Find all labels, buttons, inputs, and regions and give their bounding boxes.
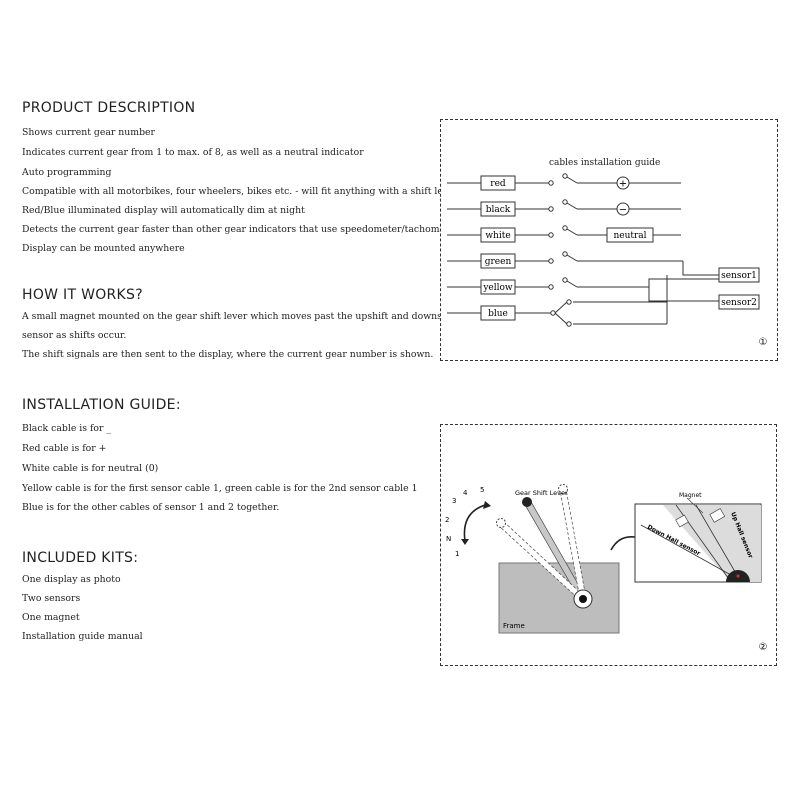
cable-label-green: green <box>480 253 516 269</box>
lever-diagram-panel: Frame Gear Shift Lever 5 4 3 2 N 1 <box>440 424 777 666</box>
product-line-3: Auto programming <box>22 167 112 178</box>
how-line-3: The shift signals are then sent to the d… <box>22 349 434 360</box>
diagram1-number: ① <box>759 337 768 348</box>
how-line-1: A small magnet mounted on the gear shift… <box>22 311 459 322</box>
cable-label-blue: blue <box>480 305 516 321</box>
svg-text:sensor1: sensor1 <box>721 271 757 281</box>
installation-guide-heading: INSTALLATION GUIDE: <box>22 397 181 413</box>
cable-label-yellow: yellow <box>480 279 516 295</box>
gear-4: 4 <box>463 489 468 497</box>
install-line-5: Blue is for the other cables of sensor 1… <box>22 502 280 513</box>
install-line-3: White cable is for neutral (0) <box>22 463 159 474</box>
cables-wiring-diagram: cables installation guide <box>447 158 768 348</box>
neutral-label: neutral <box>606 227 654 243</box>
plus-terminal-icon: + <box>616 176 630 190</box>
gear-5: 5 <box>480 486 484 494</box>
diagram2-number: ② <box>759 642 768 653</box>
product-line-2: Indicates current gear from 1 to max. of… <box>22 147 364 158</box>
included-kits-heading: INCLUDED KITS: <box>22 550 139 566</box>
svg-text:green: green <box>485 257 512 267</box>
install-line-2: Red cable is for + <box>22 443 107 454</box>
cables-guide-title: cables installation guide <box>549 158 660 168</box>
frame-label: Frame <box>503 622 525 630</box>
product-line-7: Display can be mounted anywhere <box>22 243 185 254</box>
how-line-2: sensor as shifts occur. <box>22 330 127 341</box>
cable-label-white: white <box>480 227 516 243</box>
svg-text:+: + <box>619 179 627 190</box>
install-line-1: Black cable is for _ <box>22 423 112 434</box>
how-it-works-heading: HOW IT WORKS? <box>22 287 143 303</box>
lever-knob <box>522 497 532 507</box>
svg-text:−: − <box>619 205 627 216</box>
product-description-heading: PRODUCT DESCRIPTION <box>22 100 196 116</box>
sensor-detail-inset: Magnet Up Hall sensor Down Hall sensor <box>634 492 762 583</box>
install-line-4: Yellow cable is for the first sensor cab… <box>22 483 418 494</box>
gear-shift-lever-label: Gear Shift Lever <box>515 489 568 497</box>
svg-text:blue: blue <box>488 309 508 319</box>
gear-1: 1 <box>455 550 459 558</box>
magnet-label: Magnet <box>679 492 702 499</box>
svg-text:white: white <box>485 231 510 241</box>
product-line-6: Detects the current gear faster than oth… <box>22 224 490 235</box>
cable-label-red: red <box>480 175 516 191</box>
svg-text:black: black <box>486 205 511 215</box>
product-line-1: Shows current gear number <box>22 127 155 138</box>
sensor1-label: sensor1 <box>718 267 760 283</box>
sensor2-label: sensor2 <box>718 294 760 310</box>
svg-text:sensor2: sensor2 <box>721 298 757 308</box>
svg-text:yellow: yellow <box>482 283 513 293</box>
cable-label-black: black <box>480 201 516 217</box>
shift-arrow-icon <box>463 504 486 542</box>
kits-line-1: One display as photo <box>22 574 121 585</box>
gear-shift-installation-diagram: Frame Gear Shift Lever 5 4 3 2 N 1 <box>445 484 768 653</box>
minus-terminal-icon: − <box>616 202 630 216</box>
svg-text:neutral: neutral <box>613 231 646 241</box>
zoom-arrow-icon <box>610 535 636 551</box>
product-line-5: Red/Blue illuminated display will automa… <box>22 205 305 216</box>
product-line-4: Compatible with all motorbikes, four whe… <box>22 186 459 197</box>
gear-n: N <box>446 535 451 543</box>
kits-line-3: One magnet <box>22 612 80 623</box>
cables-diagram-panel: cables installation guide <box>440 119 778 361</box>
kits-line-2: Two sensors <box>22 593 81 604</box>
svg-text:red: red <box>490 179 506 189</box>
kits-line-4: Installation guide manual <box>22 631 143 642</box>
gear-3: 3 <box>452 497 456 505</box>
gear-2: 2 <box>445 516 449 524</box>
